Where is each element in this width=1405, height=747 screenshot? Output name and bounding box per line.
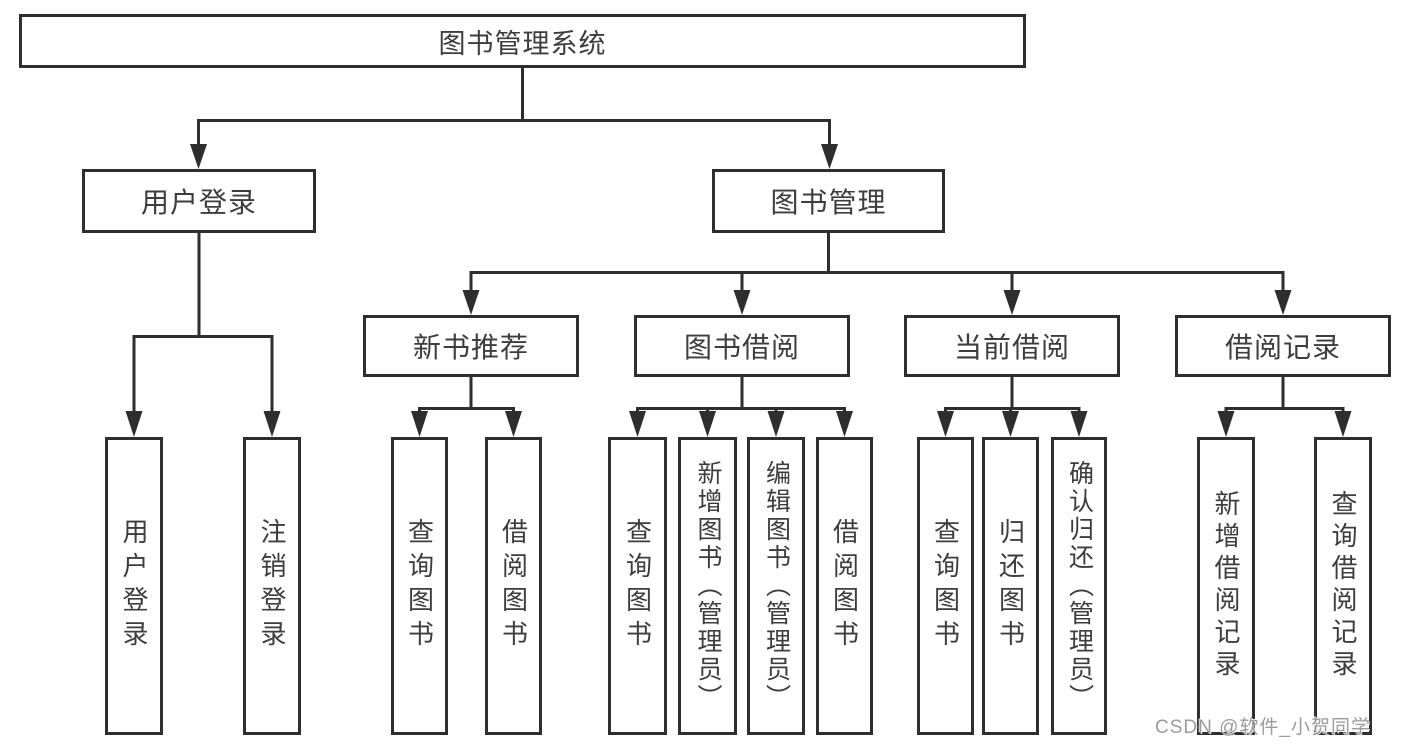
arrow-down-icon: [733, 290, 751, 315]
arrow-down-icon: [1334, 411, 1352, 437]
arrowheads: [125, 144, 1352, 437]
arrow-down-icon: [937, 411, 954, 437]
arrow-down-icon: [1002, 411, 1019, 437]
leaf-edit-book-admin: 编辑图书（管理员）: [747, 437, 805, 735]
connector-current-leaves: [944, 375, 1081, 413]
node-book-management: 图书管理: [712, 169, 945, 233]
arrow-down-icon: [125, 411, 143, 437]
arrow-down-icon: [1070, 411, 1088, 437]
arrow-down-icon: [411, 411, 428, 437]
connector-root-level2: [197, 66, 831, 146]
node-borrowing-records: 借阅记录: [1175, 315, 1391, 377]
leaf-borrow-books-recommend: 借阅图书: [485, 437, 542, 735]
arrow-down-icon: [836, 411, 853, 437]
leaf-confirm-return-admin: 确认归还（管理员）: [1051, 437, 1107, 735]
node-book-borrowing: 图书借阅: [634, 315, 850, 377]
arrow-down-icon: [767, 411, 785, 437]
node-user-login: 用户登录: [82, 169, 316, 233]
node-new-book-recommend: 新书推荐: [363, 315, 579, 377]
node-current-borrowing: 当前借阅: [904, 315, 1120, 377]
node-root: 图书管理系统: [19, 14, 1026, 68]
arrow-down-icon: [1003, 290, 1021, 315]
leaf-query-books-borrowing: 查询图书: [608, 437, 667, 735]
connector-login-leaves: [132, 231, 274, 413]
arrow-down-icon: [1274, 290, 1292, 315]
arrow-down-icon: [190, 144, 207, 169]
leaf-query-books-current: 查询图书: [917, 437, 974, 735]
watermark: CSDN @软件_小贺同学: [1155, 717, 1371, 738]
arrow-down-icon: [821, 144, 838, 169]
connector-mgmt-level3: [469, 231, 1285, 292]
leaf-logout: 注销登录: [243, 437, 301, 735]
leaf-query-books-recommend: 查询图书: [391, 437, 448, 735]
leaf-user-login: 用户登录: [105, 437, 163, 735]
arrow-down-icon: [1217, 411, 1235, 437]
arrow-down-icon: [629, 411, 646, 437]
leaf-add-borrow-record: 新增借阅记录: [1197, 437, 1255, 735]
leaf-query-borrow-record: 查询借阅记录: [1314, 437, 1372, 735]
arrow-down-icon: [263, 411, 281, 437]
connector-records-leaves: [1224, 375, 1345, 413]
leaf-add-book-admin: 新增图书（管理员）: [678, 437, 737, 735]
arrow-down-icon: [699, 411, 716, 437]
leaf-borrow-books-borrowing: 借阅图书: [816, 437, 873, 735]
connector-recommend-leaves: [418, 375, 515, 413]
connector-borrowing-leaves: [636, 375, 846, 413]
arrow-down-icon: [505, 411, 522, 437]
leaf-return-book: 归还图书: [982, 437, 1039, 735]
arrow-down-icon: [462, 290, 480, 315]
